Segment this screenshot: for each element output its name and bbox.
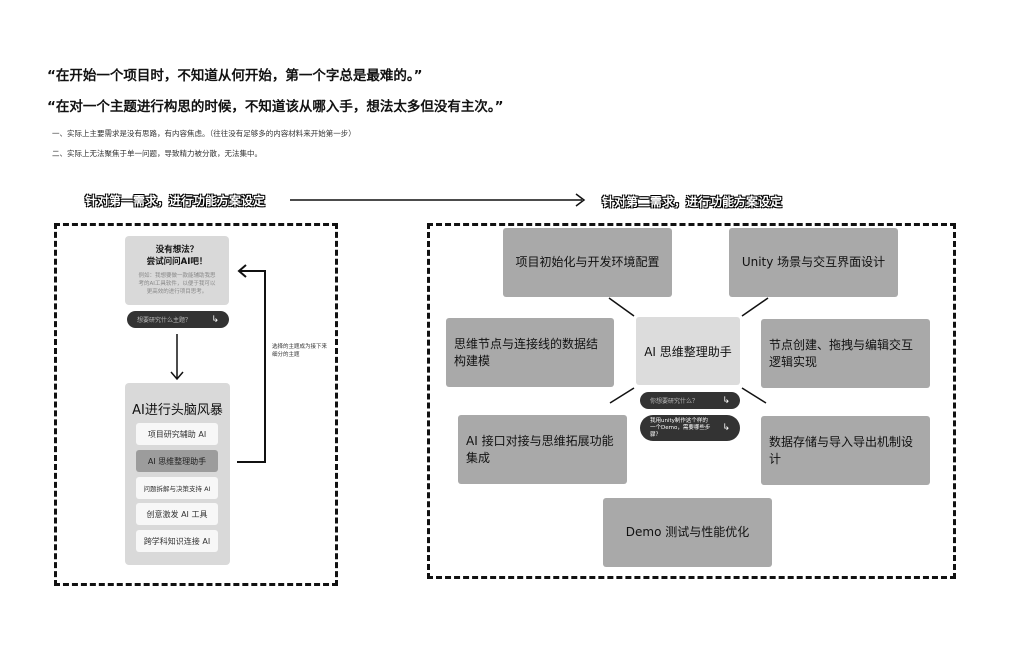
enter-icon[interactable]: ↳ xyxy=(211,314,219,325)
prompt-title-2: 尝试问问AI吧！ xyxy=(146,257,208,267)
step-node: 思维节点与连接线的数据结构建模 xyxy=(446,318,614,387)
section-heading-first: 针对第一需求，进行功能方案设定 xyxy=(85,194,266,208)
idea-item[interactable]: 创意激发 AI 工具 xyxy=(136,503,218,525)
idea-item-selected[interactable]: AI 思维整理助手 xyxy=(136,450,218,472)
brainstorm-title: AI进行头脑风暴 xyxy=(132,403,223,418)
down-arrow-head xyxy=(170,371,184,381)
idea-item[interactable]: 问题拆解与决策支持 AI xyxy=(136,477,218,499)
loop-arrow-head xyxy=(237,264,247,278)
step-node: AI 接口对接与思维拓展功能集成 xyxy=(458,415,627,484)
loop-arrow xyxy=(237,270,266,463)
center-node: AI 思维整理助手 xyxy=(636,317,740,385)
quote-1: “在开始一个项目时，不知道从何开始，第一个字总是最难的。” xyxy=(47,68,423,84)
topic-input-placeholder: 想要研究什么主题？ xyxy=(137,317,192,324)
step-node: 数据存储与导入导出机制设计 xyxy=(761,416,930,485)
step-node: 项目初始化与开发环境配置 xyxy=(503,228,672,297)
question-input-value: 我用unity制作这个样的一个Demo，需要哪些步骤？ xyxy=(650,417,711,438)
section-heading-second: 针对第二需求，进行功能方案设定 xyxy=(602,195,783,209)
research-input-placeholder: 你想要研究什么？ xyxy=(650,398,699,405)
note-2: 二、实际上无法聚焦于单一问题，导致精力被分散，无法集中。 xyxy=(52,149,262,158)
prompt-title-1: 没有想法？ xyxy=(155,245,199,255)
enter-icon[interactable]: ↳ xyxy=(722,395,730,406)
research-input[interactable]: 你想要研究什么？ ↳ xyxy=(640,392,740,409)
section-arrow-head xyxy=(575,193,586,207)
loop-note: 选择的主题成为接下来细分的主题 xyxy=(272,344,328,358)
note-1: 一、实际上主要需求是没有思路，有内容焦虑。（往往没有足够多的内容材料来开始第一步… xyxy=(52,129,356,138)
quote-2: “在对一个主题进行构思的时候，不知道该从哪入手，想法太多但没有主次。” xyxy=(47,99,504,115)
step-node: Unity 场景与交互界面设计 xyxy=(729,228,898,297)
question-input[interactable]: 我用unity制作这个样的一个Demo，需要哪些步骤？ ↳ xyxy=(640,415,740,441)
step-node: Demo 测试与性能优化 xyxy=(603,498,772,567)
second-solution-frame xyxy=(427,223,956,579)
prompt-card: 没有想法？ 尝试问问AI吧！ 例如：我想要做一款能辅助我思考的AI工具软件，以便… xyxy=(125,236,229,305)
idea-item[interactable]: 项目研究辅助 AI xyxy=(136,423,218,445)
prompt-example: 例如：我想要做一款能辅助我思考的AI工具软件，以便于我可以更高效的进行项目思考。 xyxy=(138,273,216,295)
topic-input[interactable]: 想要研究什么主题？ ↳ xyxy=(127,311,229,328)
step-node: 节点创建、拖拽与编辑交互逻辑实现 xyxy=(761,319,930,388)
enter-icon[interactable]: ↳ xyxy=(722,423,730,433)
first-solution-frame xyxy=(54,223,338,586)
idea-item[interactable]: 跨学科知识连接 AI xyxy=(136,530,218,552)
